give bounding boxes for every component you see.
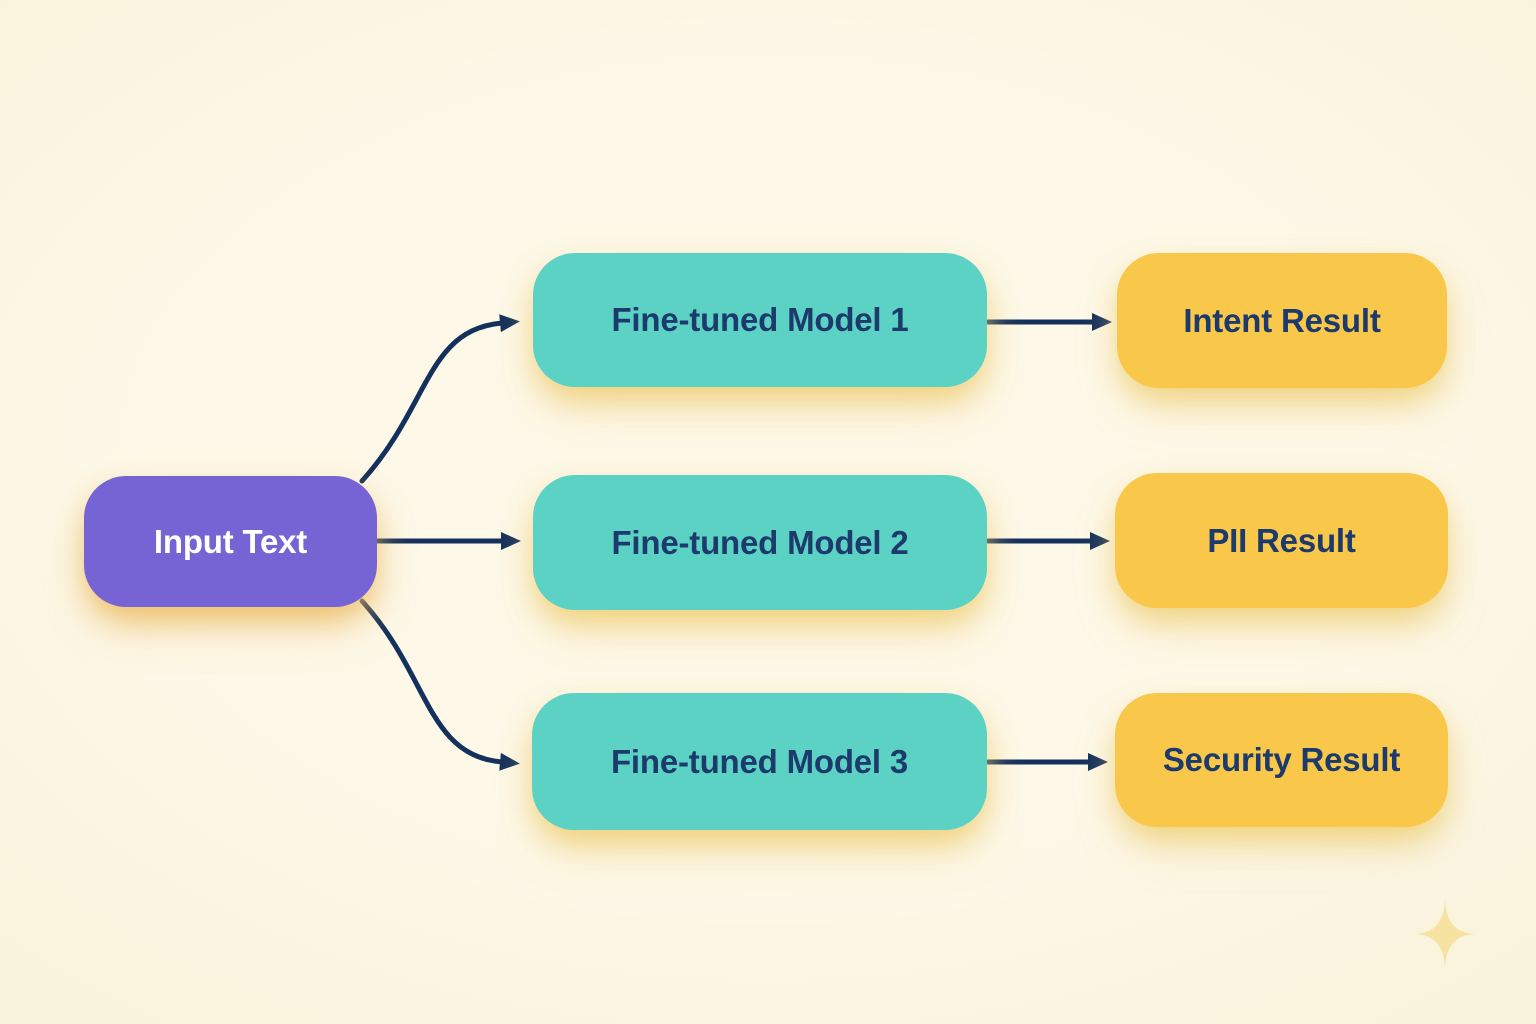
node-fine-tuned-model-2-label: Fine-tuned Model 2 — [611, 523, 909, 561]
node-intent-result-label: Intent Result — [1183, 301, 1381, 339]
node-security-result: Security Result — [1115, 693, 1448, 827]
sparkle-icon — [1413, 897, 1477, 971]
node-fine-tuned-model-1: Fine-tuned Model 1 — [533, 253, 987, 387]
node-fine-tuned-model-3: Fine-tuned Model 3 — [532, 693, 987, 830]
node-input-text-label: Input Text — [153, 522, 308, 560]
node-pii-result: PII Result — [1115, 473, 1448, 608]
node-intent-result: Intent Result — [1117, 253, 1447, 388]
arrow-input-to-model-1 — [359, 314, 520, 484]
node-pii-result-label: PII Result — [1207, 521, 1356, 559]
node-security-result-label: Security Result — [1162, 741, 1401, 778]
node-input-text: Input Text — [84, 476, 377, 607]
node-fine-tuned-model-1-label: Fine-tuned Model 1 — [611, 301, 909, 338]
arrow-input-to-model-3 — [359, 598, 520, 771]
node-fine-tuned-model-3-label: Fine-tuned Model 3 — [610, 742, 909, 780]
node-fine-tuned-model-2: Fine-tuned Model 2 — [533, 475, 987, 610]
